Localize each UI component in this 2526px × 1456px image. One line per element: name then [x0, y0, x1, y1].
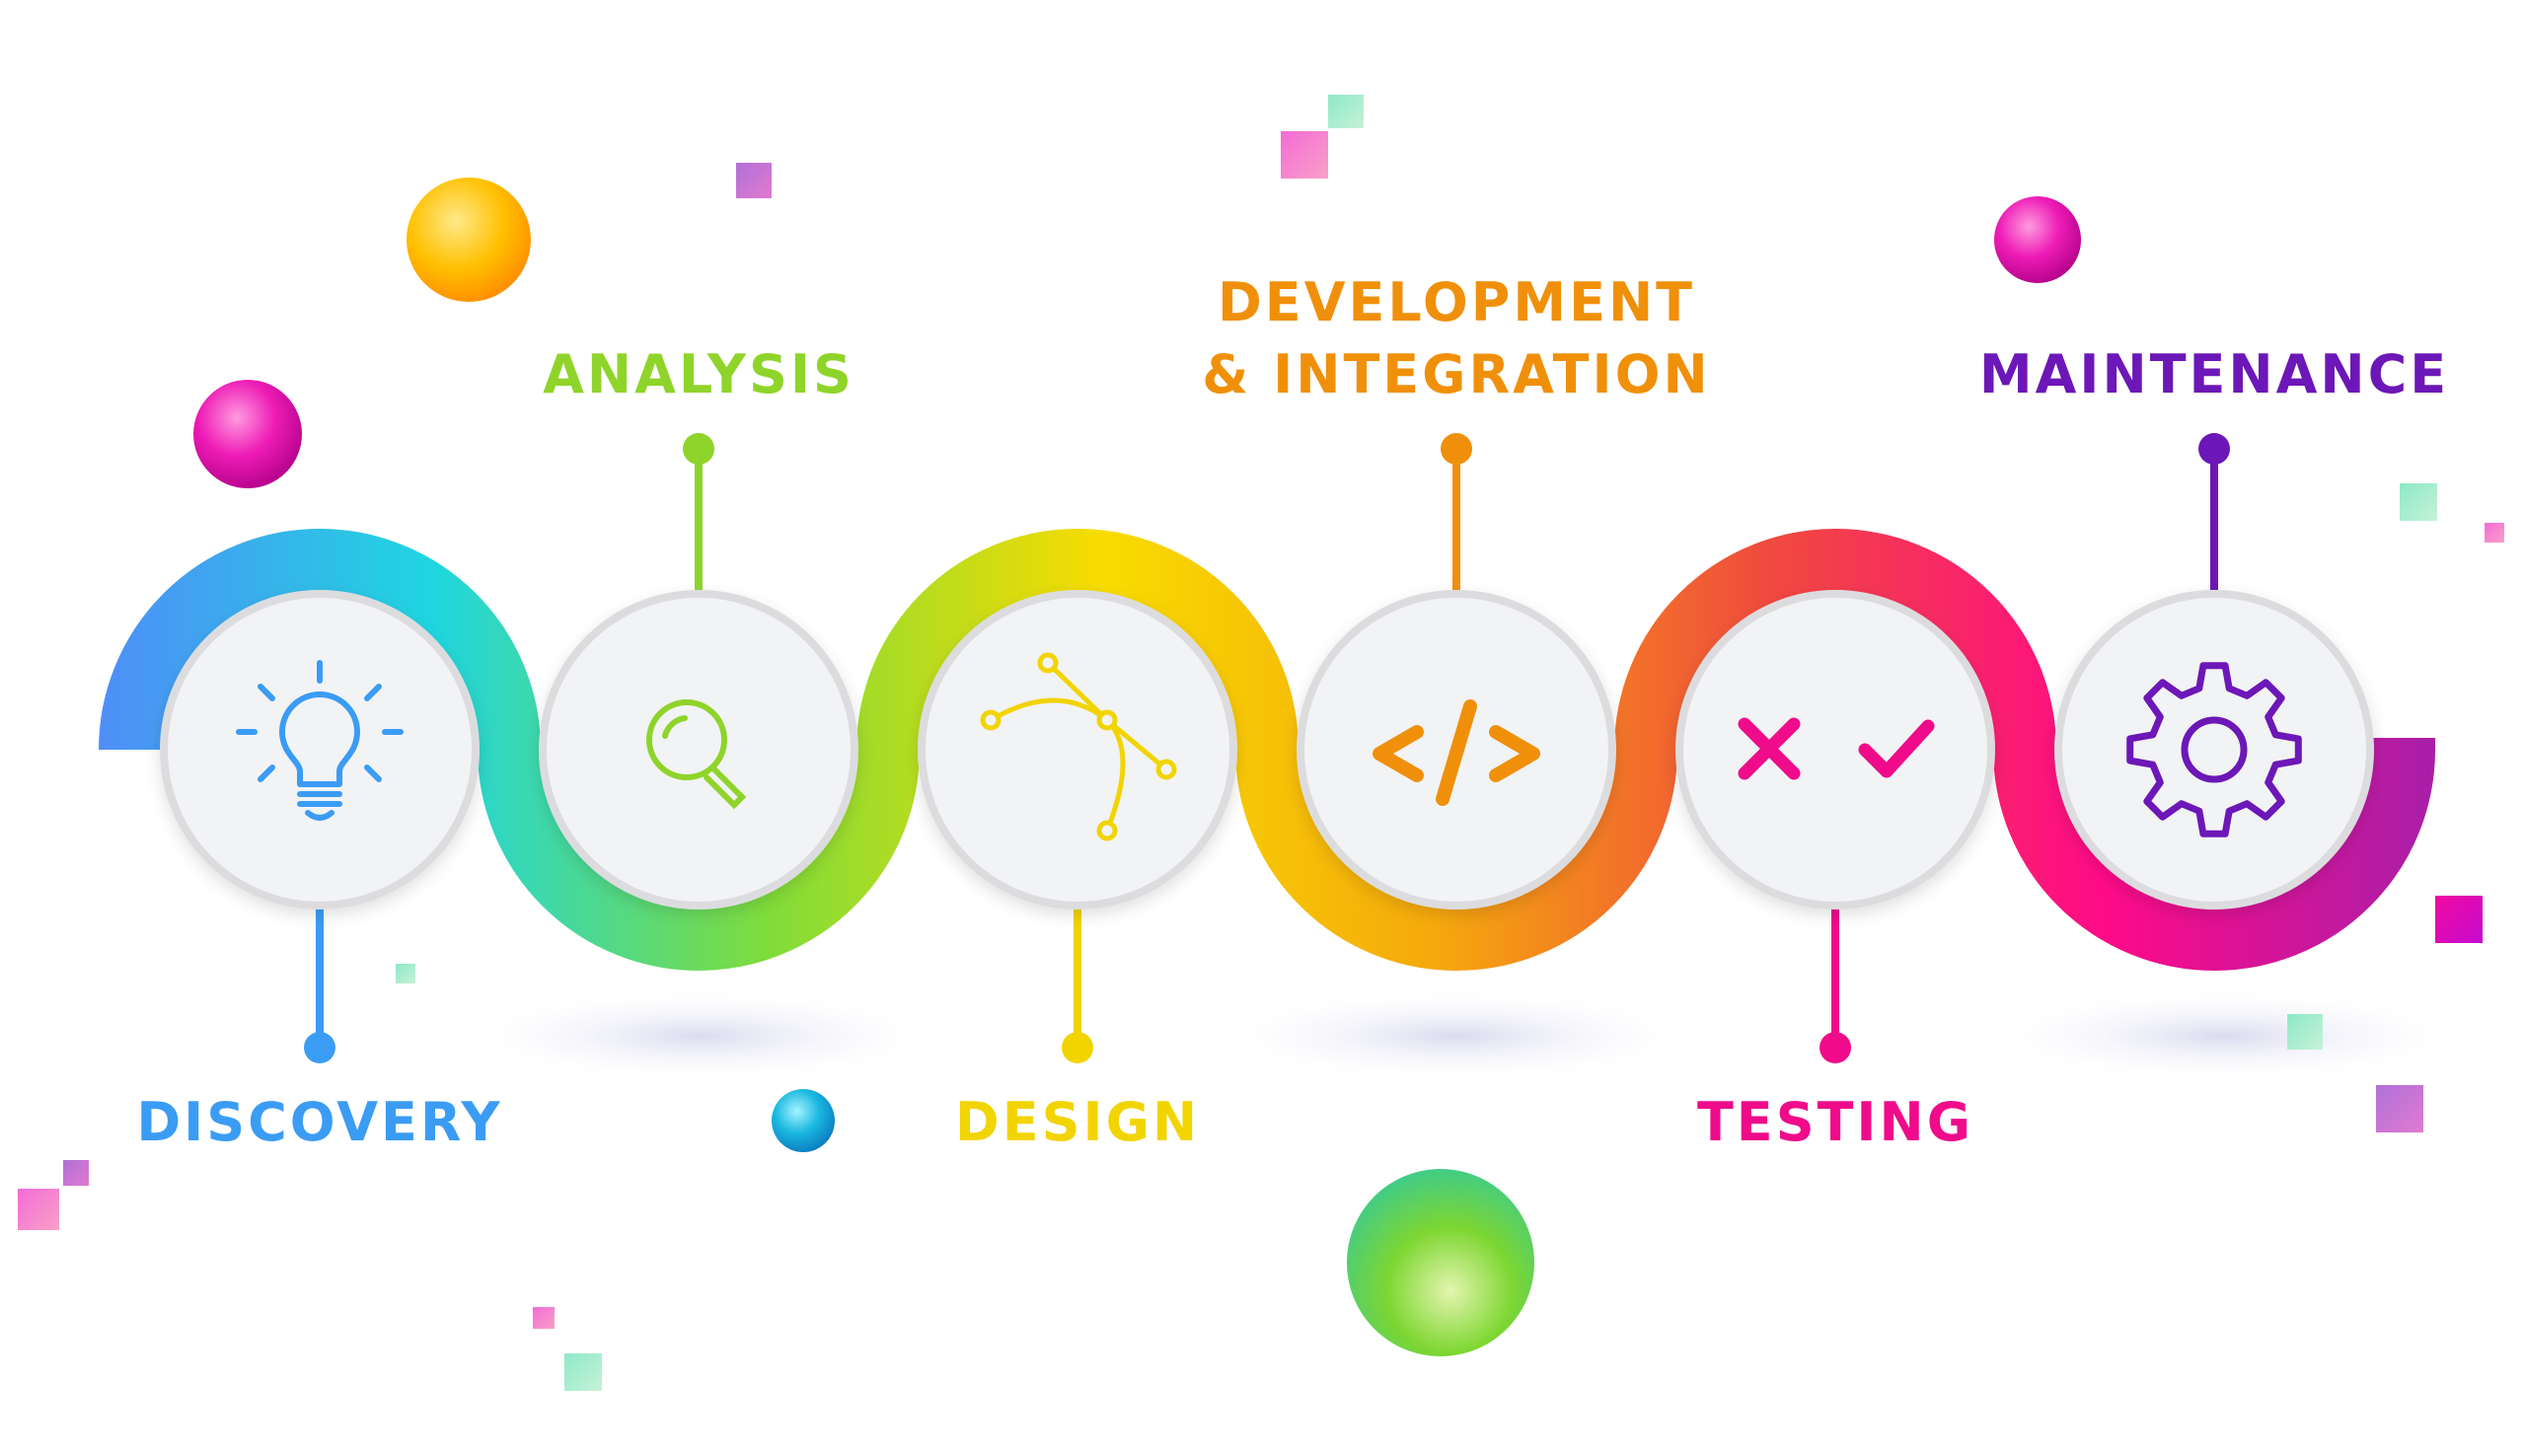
stage-label: & INTEGRATION — [1202, 343, 1710, 405]
connector-stem — [2198, 433, 2230, 590]
decorative-squares — [18, 95, 2504, 1391]
floor-shadows — [454, 988, 2472, 1083]
cyan-sphere — [772, 1089, 835, 1152]
decorative-spheres — [193, 178, 2081, 1356]
stage-node — [160, 590, 480, 910]
decor-square — [1281, 131, 1328, 179]
stage-node — [1675, 590, 1995, 910]
floor-shadow — [454, 988, 947, 1083]
decor-square — [63, 1160, 89, 1186]
stage-node — [1297, 590, 1616, 910]
lightbulb-icon — [236, 660, 404, 821]
stage-nodes — [160, 590, 2374, 910]
connector-dot — [1820, 1032, 1851, 1063]
stage-label: MAINTENANCE — [1979, 343, 2449, 405]
gear-icon — [2126, 662, 2302, 837]
connector-stem — [1820, 908, 1851, 1063]
connector-stem — [304, 908, 335, 1063]
stage-label: DEVELOPMENT — [1218, 271, 1695, 333]
stage-node — [2054, 590, 2374, 910]
connector-stem — [1062, 908, 1093, 1063]
connector-stem — [683, 433, 714, 590]
decor-square — [564, 1353, 602, 1391]
stage-labels: DISCOVERY ANALYSIS DESIGN DEVELOPMENT & INTE… — [136, 271, 2449, 1153]
decor-square — [2287, 1014, 2323, 1050]
decor-square — [2376, 1085, 2423, 1132]
decor-square — [2485, 523, 2504, 543]
decor-square — [2435, 896, 2483, 943]
cross-check-icon — [1738, 717, 1935, 780]
decor-square — [1328, 95, 1364, 128]
connector-dot — [1441, 433, 1472, 465]
process-ribbon — [99, 529, 2435, 971]
magnifier-icon — [646, 699, 747, 810]
stage-node — [918, 590, 1237, 910]
connector-stem — [1441, 433, 1472, 590]
connector-dot — [683, 433, 714, 465]
connector-dot — [1062, 1032, 1093, 1063]
node-circle — [2054, 590, 2374, 910]
decor-square — [18, 1189, 59, 1230]
node-circle — [160, 590, 480, 910]
yellow-sphere — [407, 178, 531, 302]
node-circle — [918, 590, 1237, 910]
bezier-curve-icon — [980, 652, 1177, 841]
stage-label: DESIGN — [955, 1091, 1200, 1153]
node-circle — [1675, 590, 1995, 910]
decor-square — [2400, 483, 2437, 521]
magenta-sphere — [1994, 196, 2081, 283]
decor-square — [736, 163, 772, 198]
connector-dot — [2198, 433, 2230, 465]
magenta-sphere — [193, 380, 302, 488]
floor-shadow — [1209, 988, 1702, 1083]
connector-dot — [304, 1032, 335, 1063]
stage-label: TESTING — [1697, 1091, 1973, 1153]
code-brackets-icon — [1373, 699, 1540, 806]
connectors — [304, 433, 2230, 1063]
green-sphere — [1347, 1169, 1534, 1356]
decor-square — [533, 1307, 555, 1329]
decor-square — [396, 964, 415, 983]
node-circle — [539, 590, 858, 910]
stage-node — [539, 590, 858, 910]
stage-label: DISCOVERY — [136, 1091, 502, 1153]
floor-shadow — [1978, 988, 2472, 1083]
stage-label: ANALYSIS — [543, 343, 854, 405]
